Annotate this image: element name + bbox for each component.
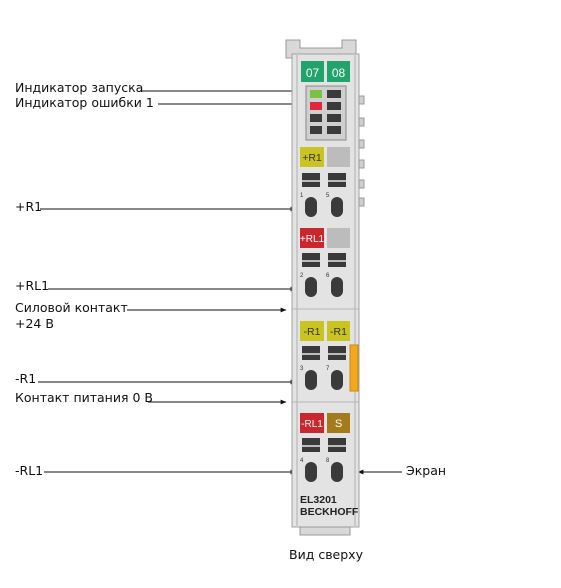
pin-3: 3 xyxy=(300,366,304,372)
label-08: 08 xyxy=(332,66,346,80)
contact-label-rl1-plus: +RL1 xyxy=(300,234,325,245)
label-power-contact-voltage: +24 В xyxy=(15,316,54,331)
pin-7: 7 xyxy=(326,366,330,372)
pin-4: 4 xyxy=(300,458,304,464)
label-08-box xyxy=(327,61,350,82)
label-r1-minus: -R1 xyxy=(15,371,37,386)
pin-1: 1 xyxy=(300,193,304,199)
pin-8: 8 xyxy=(326,458,330,464)
error-led-icon xyxy=(310,102,322,110)
label-07-box xyxy=(301,61,324,82)
model-name: EL3201 xyxy=(300,494,337,506)
label-supply-contact: Контакт питания 0 В xyxy=(15,390,153,405)
pin-6: 6 xyxy=(326,273,330,279)
label-shield: Экран xyxy=(406,463,447,478)
contact-label-rl1-minus: -RL1 xyxy=(301,419,323,430)
label-r1-plus: +R1 xyxy=(15,199,43,214)
label-error-led: Индикатор ошибки 1 xyxy=(15,95,154,110)
clamp-row-2 xyxy=(302,253,346,297)
label-power-contact: Силовой контакт xyxy=(15,300,128,315)
brand-name: BECKHOFF xyxy=(300,506,359,518)
clamp-row-3 xyxy=(302,346,346,390)
contact-label-r1-plus: +R1 xyxy=(302,152,322,164)
contact-label-r1-minus-2: -R1 xyxy=(330,326,347,338)
side-contacts xyxy=(358,95,365,207)
run-led-icon xyxy=(310,90,322,98)
label-rl1-plus: +RL1 xyxy=(15,278,50,293)
view-caption: Вид сверху xyxy=(289,547,363,562)
contact-label-r1-minus-2-box xyxy=(327,321,350,341)
contact-label-rl1-plus-box xyxy=(300,228,324,248)
clamp-row-4 xyxy=(302,438,346,482)
orange-clip xyxy=(349,344,359,392)
bottom-foot xyxy=(299,526,351,536)
label-rl1-minus: -RL1 xyxy=(15,463,44,478)
contact-label-rl1-minus-box xyxy=(300,413,324,433)
contact-label-r1-plus-box xyxy=(300,147,324,167)
label-run-led: Индикатор запуска xyxy=(15,80,144,95)
contact-label-r1-minus-box xyxy=(300,321,324,341)
contact-label-r1-minus: -R1 xyxy=(304,326,321,338)
contact-label-shield: S xyxy=(335,418,342,430)
pin-2: 2 xyxy=(300,273,304,279)
contact-label-shield-box xyxy=(327,413,350,433)
pin-5: 5 xyxy=(326,193,330,199)
label-07: 07 xyxy=(306,66,320,80)
clamp-row-1 xyxy=(302,173,346,217)
